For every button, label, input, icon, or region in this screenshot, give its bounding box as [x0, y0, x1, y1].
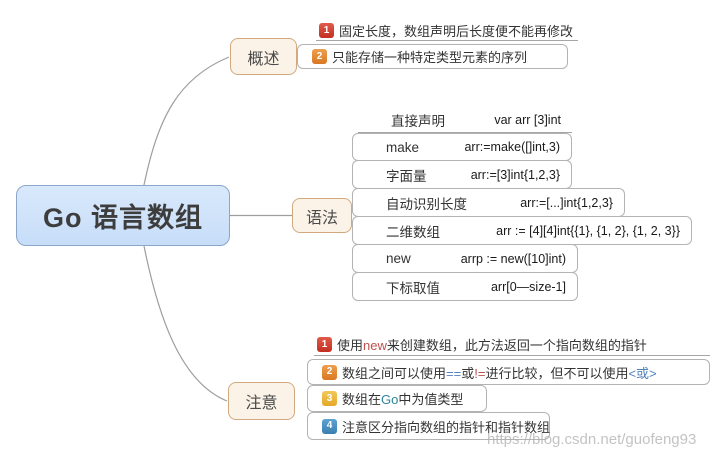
numbered-marker-2-icon: 2: [322, 364, 337, 380]
syntax-row-code: arr:=[...]int{1,2,3}: [520, 195, 613, 210]
numbered-marker-1-icon: 1: [319, 23, 334, 38]
syntax-row-code: arrp := new([10]int): [460, 251, 566, 266]
syntax-row-index-access[interactable]: 下标取值 arr[0—size-1]: [352, 272, 578, 301]
syntax-row-label: 自动识别长度: [386, 196, 467, 212]
syntax-row-code: arr:=make([]int,3): [464, 140, 560, 154]
syntax-row-code: arr := [4][4]int{{1}, {1, 2}, {1, 2, 3}}: [496, 223, 680, 238]
syntax-row-code: arr:=[3]int{1,2,3}: [470, 167, 560, 182]
syntax-row-code: var arr [3]int: [494, 112, 561, 127]
numbered-marker-2-icon: 2: [312, 49, 327, 64]
numbered-marker-3-icon: 3: [322, 391, 337, 406]
notes-item-2[interactable]: 2 数组之间可以使用==或!=进行比较，但不可以使用<或>: [307, 359, 710, 385]
branch-topic-overview-label: 概述: [247, 50, 280, 68]
connector-root-overview: [143, 56, 230, 186]
code-keyword: new: [363, 338, 387, 353]
syntax-row-label: new: [386, 251, 411, 266]
syntax-row-direct-declare[interactable]: 直接声明 var arr [3]int: [358, 107, 572, 133]
code-keyword: Go: [381, 392, 399, 407]
syntax-row-label: 下标取值: [386, 280, 440, 296]
watermark-text: https://blog.csdn.net/guofeng93: [487, 431, 697, 448]
syntax-row-label: 直接声明: [391, 113, 445, 129]
code-operator: !=: [474, 365, 486, 381]
notes-item-2-text: 数组之间可以使用==或!=进行比较，但不可以使用<或>: [342, 365, 657, 381]
branch-topic-notes[interactable]: 注意: [228, 382, 295, 420]
root-topic-label: Go 语言数组: [43, 203, 203, 233]
syntax-row-new[interactable]: new arrp := new([10]int): [352, 244, 578, 273]
syntax-row-make[interactable]: make arr:=make([]int,3): [352, 133, 572, 161]
notes-item-3-text: 数组在Go中为值类型: [342, 392, 464, 407]
root-topic[interactable]: Go 语言数组: [16, 185, 230, 246]
branch-topic-overview[interactable]: 概述: [230, 38, 297, 75]
syntax-row-label: 二维数组: [386, 224, 440, 240]
notes-item-1[interactable]: 1 使用new来创建数组，此方法返回一个指向数组的指针: [314, 334, 710, 356]
branch-topic-notes-label: 注意: [245, 395, 278, 412]
syntax-row-2d-array[interactable]: 二维数组 arr := [4][4]int{{1}, {1, 2}, {1, 2…: [352, 216, 692, 245]
code-operator: ==: [446, 365, 462, 381]
syntax-row-label: 字面量: [386, 168, 427, 184]
syntax-row-label: make: [386, 139, 420, 155]
syntax-row-literal[interactable]: 字面量 arr:=[3]int{1,2,3}: [352, 160, 572, 189]
notes-item-4-text: 注意区分指向数组的指针和指针数组: [342, 419, 551, 435]
overview-item-1[interactable]: 1 固定长度，数组声明后长度便不能再修改: [316, 21, 578, 41]
branch-topic-syntax-label: 语法: [305, 209, 338, 227]
syntax-row-auto-length[interactable]: 自动识别长度 arr:=[...]int{1,2,3}: [352, 188, 625, 217]
numbered-marker-4-icon: 4: [322, 418, 337, 434]
overview-item-2-text: 只能存储一种特定类型元素的序列: [332, 50, 528, 65]
overview-item-2[interactable]: 2 只能存储一种特定类型元素的序列: [297, 44, 568, 69]
syntax-row-code: arr[0—size-1]: [490, 279, 566, 294]
overview-item-1-text: 固定长度，数组声明后长度便不能再修改: [339, 24, 574, 39]
branch-topic-syntax[interactable]: 语法: [292, 198, 352, 233]
numbered-marker-1-icon: 1: [317, 337, 332, 352]
notes-item-1-text: 使用new来创建数组，此方法返回一个指向数组的指针: [337, 338, 647, 353]
connector-root-notes: [143, 245, 228, 402]
notes-item-4[interactable]: 4 注意区分指向数组的指针和指针数组: [307, 412, 550, 440]
code-operator: <或>: [628, 365, 657, 381]
notes-item-3[interactable]: 3 数组在Go中为值类型: [307, 385, 487, 412]
